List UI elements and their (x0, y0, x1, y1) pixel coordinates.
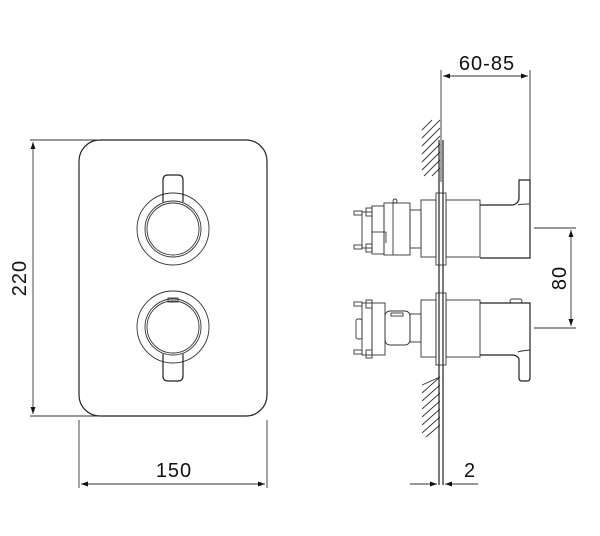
wall-hatch-lower (421, 376, 441, 438)
upper-handle (136, 174, 210, 266)
lower-handle (136, 290, 210, 382)
upper-cartridge (353, 179, 531, 266)
thickness-dimension: 2 (410, 460, 478, 487)
height-dimension: 220 (9, 139, 100, 417)
lower-cartridge (353, 292, 531, 382)
width-dimension: 150 (78, 420, 268, 488)
cover-plate (78, 139, 268, 417)
projection-dimension: 60-85 (440, 53, 531, 180)
side-view: 60-85 80 2 (353, 53, 576, 487)
wall-hatch-upper (421, 112, 442, 182)
handle-spacing-label: 80 (549, 266, 571, 290)
thickness-dimension-label: 2 (464, 460, 476, 482)
projection-dimension-label: 60-85 (459, 53, 515, 75)
height-dimension-label: 220 (9, 260, 31, 296)
width-dimension-label: 150 (156, 460, 192, 482)
front-view: 220 150 (9, 139, 268, 488)
handle-spacing-dimension: 80 (534, 227, 576, 329)
plate-section (438, 140, 444, 485)
